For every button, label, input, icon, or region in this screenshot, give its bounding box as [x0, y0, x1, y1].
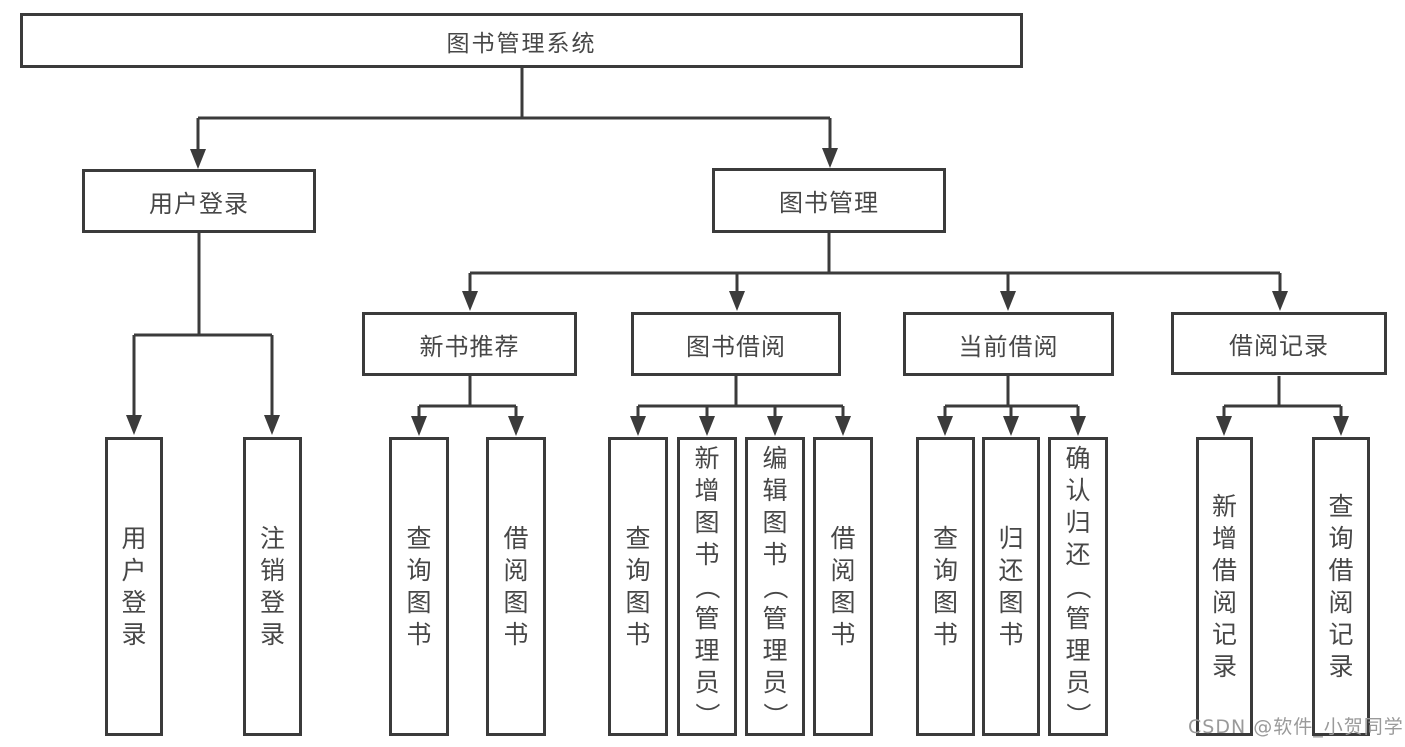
arrowhead — [126, 415, 142, 435]
node-leaf-query-books-borrowing: 查询图书 — [608, 437, 668, 736]
arrowhead — [1333, 416, 1349, 436]
connector-root-to-level2 — [190, 68, 838, 169]
connector-user-login-to-children — [126, 233, 280, 435]
arrowhead — [937, 416, 953, 436]
connector-borrow-rec-to-children — [1216, 376, 1349, 436]
leaf-label: 借阅图书 — [503, 523, 529, 649]
arrowhead — [411, 416, 427, 436]
connector-cur-borrow-to-children — [937, 376, 1086, 436]
node-leaf-add-books-admin: 新增图书（管理员） — [677, 437, 737, 736]
node-leaf-confirm-return-admin: 确认归还（管理员） — [1048, 437, 1108, 736]
node-leaf-return-books: 归还图书 — [982, 437, 1040, 736]
node-user-login: 用户登录 — [82, 169, 316, 233]
arrowhead — [508, 416, 524, 436]
leaf-label: 确认归还（管理员） — [1063, 443, 1093, 728]
connector-line — [196, 68, 832, 149]
node-leaf-borrow-books: 借阅图书 — [813, 437, 873, 736]
leaf-label: 查询图书 — [625, 523, 651, 649]
leaf-label: 新增借阅记录 — [1211, 491, 1237, 681]
leaf-label: 借阅图书 — [830, 523, 856, 649]
node-new-book-recommend: 新书推荐 — [362, 312, 577, 376]
connector-line — [468, 233, 1282, 292]
arrowhead — [1003, 416, 1019, 436]
node-leaf-query-borrow-record: 查询借阅记录 — [1312, 437, 1370, 736]
node-book-borrowing: 图书借阅 — [631, 312, 841, 376]
connector-line — [636, 376, 845, 416]
node-borrowing-records: 借阅记录 — [1171, 312, 1387, 375]
connector-line — [417, 376, 518, 416]
arrowhead — [729, 291, 745, 311]
leaf-label: 新增图书（管理员） — [692, 443, 722, 728]
leaf-label: 归还图书 — [998, 523, 1024, 649]
arrowhead — [1000, 291, 1016, 311]
node-leaf-query-books-current: 查询图书 — [916, 437, 975, 736]
arrowhead — [822, 148, 838, 168]
arrowhead — [1070, 416, 1086, 436]
leaf-label: 查询借阅记录 — [1328, 491, 1354, 681]
arrowhead — [264, 415, 280, 435]
node-book-management: 图书管理 — [712, 168, 946, 233]
node-leaf-query-books-recommend: 查询图书 — [389, 437, 449, 736]
csdn-watermark: CSDN @软件_小贺同学 — [1188, 716, 1404, 738]
leaf-label: 查询图书 — [406, 523, 432, 649]
arrowhead — [1272, 291, 1288, 311]
connector-line — [943, 376, 1080, 416]
arrowhead — [767, 416, 783, 436]
arrowhead — [462, 291, 478, 311]
connector-line — [1222, 376, 1343, 416]
arrowhead — [1216, 416, 1232, 436]
connector-new-book-rec-to-children — [411, 376, 524, 436]
leaf-label: 用户登录 — [121, 523, 147, 649]
node-leaf-add-borrow-record: 新增借阅记录 — [1196, 437, 1253, 736]
leaf-label: 查询图书 — [932, 523, 958, 649]
connector-line — [132, 233, 274, 415]
connector-book-mgmt-to-level3 — [462, 233, 1288, 311]
node-library-management-system: 图书管理系统 — [20, 13, 1023, 68]
arrowhead — [630, 416, 646, 436]
connector-book-borrow-to-children — [630, 376, 851, 436]
node-leaf-user-login: 用户登录 — [105, 437, 163, 736]
arrowhead — [835, 416, 851, 436]
leaf-label: 注销登录 — [259, 523, 285, 649]
node-current-borrowing: 当前借阅 — [903, 312, 1114, 376]
arrowhead — [699, 416, 715, 436]
node-leaf-logout: 注销登录 — [243, 437, 302, 736]
node-leaf-edit-books-admin: 编辑图书（管理员） — [745, 437, 805, 736]
node-leaf-borrow-books-recommend: 借阅图书 — [486, 437, 546, 736]
arrowhead — [190, 149, 206, 169]
leaf-label: 编辑图书（管理员） — [760, 443, 790, 728]
